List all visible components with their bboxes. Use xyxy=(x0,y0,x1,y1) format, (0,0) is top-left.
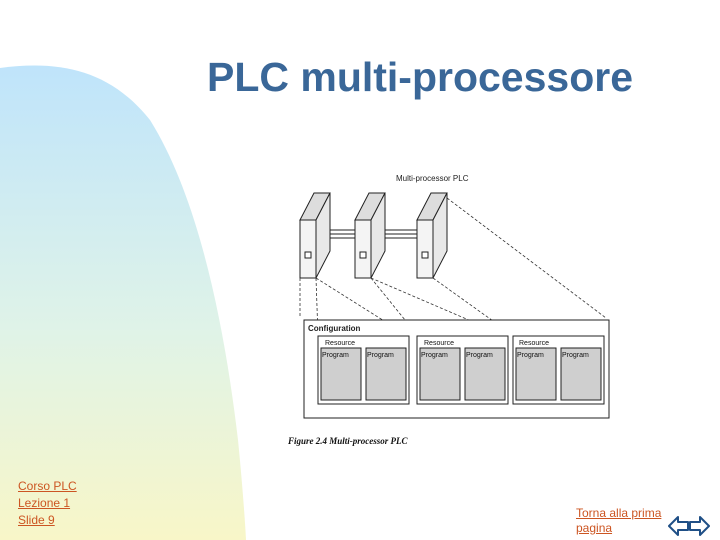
program-label-5: Program xyxy=(517,352,544,359)
course-link[interactable]: Corso PLC xyxy=(18,479,77,493)
resource-label-1: Resource xyxy=(325,340,355,347)
resource-1 xyxy=(317,335,410,405)
navigation-arrows xyxy=(668,516,710,536)
plc-rack-3 xyxy=(416,192,448,279)
slide-number-link[interactable]: Slide 9 xyxy=(18,513,55,527)
program-label-6: Program xyxy=(562,352,589,359)
slide-title: PLC multi-processore xyxy=(206,54,634,100)
program-label-4: Program xyxy=(466,352,493,359)
slide-info: Corso PLC Lezione 1 Slide 9 xyxy=(18,478,77,529)
figure-caption: Figure 2.4 Multi-processor PLC xyxy=(287,436,409,446)
configuration-label: Configuration xyxy=(308,324,361,333)
arrow-right-outline-icon[interactable] xyxy=(689,516,710,536)
program-label-3: Program xyxy=(421,352,448,359)
multi-processor-plc-figure: Multi-processor PLC Configuration xyxy=(287,174,610,446)
plc-rack-2 xyxy=(354,192,386,279)
figure-heading: Multi-processor PLC xyxy=(396,174,469,183)
lesson-link[interactable]: Lezione 1 xyxy=(18,496,71,510)
mapping-lines xyxy=(299,197,607,337)
program-label-2: Program xyxy=(367,352,394,359)
back-to-first-page-link[interactable]: Torna alla prima pagina xyxy=(576,506,662,535)
program-label-1: Program xyxy=(322,352,349,359)
plc-rack-1 xyxy=(299,192,331,279)
resource-label-3: Resource xyxy=(519,340,549,347)
resource-3 xyxy=(512,335,605,405)
resource-label-2: Resource xyxy=(424,340,454,347)
backplane-bus xyxy=(330,229,417,239)
resource-2 xyxy=(416,335,509,405)
arrow-left-outline-icon[interactable] xyxy=(668,516,689,536)
